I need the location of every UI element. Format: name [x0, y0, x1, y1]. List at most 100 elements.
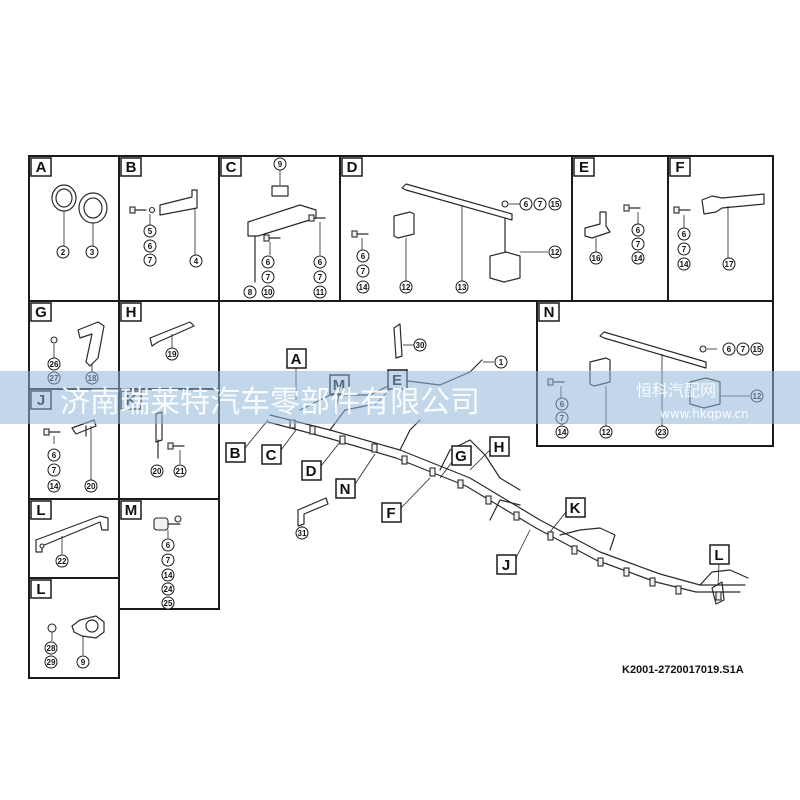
part-number-badge: 7 [161, 553, 175, 567]
panel-e: E 16 6 7 14 [573, 157, 645, 265]
part-number-badge: 25 [161, 596, 175, 610]
part-number-badge: 14 [47, 479, 61, 493]
part-number-badge: 7 [631, 237, 645, 251]
part-number-badge: 31 [295, 526, 309, 540]
svg-text:7: 7 [52, 466, 57, 475]
svg-text:12: 12 [551, 248, 560, 257]
part-number-badge: 6 [356, 249, 370, 263]
svg-text:9: 9 [278, 160, 283, 169]
svg-text:7: 7 [361, 267, 366, 276]
svg-text:30: 30 [416, 341, 425, 350]
svg-text:14: 14 [634, 254, 643, 263]
svg-text:6: 6 [524, 200, 529, 209]
part-number-badge: 6 [313, 255, 327, 269]
svg-text:6: 6 [727, 345, 732, 354]
callout-g: G [455, 448, 467, 465]
svg-text:7: 7 [636, 240, 641, 249]
svg-text:14: 14 [359, 283, 368, 292]
svg-text:14: 14 [680, 260, 689, 269]
svg-text:3: 3 [90, 248, 95, 257]
part-number-badge: 6 [261, 255, 275, 269]
part-number-badge: 10 [261, 285, 275, 299]
part-number-badge: 13 [455, 280, 469, 294]
part-number-badge: 14 [555, 425, 569, 439]
panel-h: H 19 [120, 302, 195, 361]
part-number-badge: 23 [655, 425, 669, 439]
svg-text:6: 6 [636, 226, 641, 235]
svg-text:6: 6 [148, 242, 153, 251]
svg-text:14: 14 [50, 482, 59, 491]
svg-text:7: 7 [148, 256, 153, 265]
watermark-url: www.hkqpw.cn [660, 407, 749, 421]
svg-text:2: 2 [61, 248, 66, 257]
part-number-badge: 5 [143, 224, 157, 238]
part-number-badge: 6 [722, 342, 736, 356]
svg-text:5: 5 [148, 227, 153, 236]
part-number-badge: 30 [413, 338, 427, 352]
part-number-badge: 11 [313, 285, 327, 299]
callout-h: H [494, 439, 505, 456]
svg-text:13: 13 [458, 283, 467, 292]
svg-text:6: 6 [318, 258, 323, 267]
panel-l-lower-label: L [36, 581, 45, 598]
part-number-badge: 9 [76, 655, 90, 669]
part-number-badge: 6 [631, 223, 645, 237]
part-number-badge: 12 [548, 245, 562, 259]
part-number-badge: 7 [143, 253, 157, 267]
callout-b: B [230, 445, 241, 462]
panel-d: D 6 7 15 12 6 7 14 12 13 [341, 157, 562, 294]
svg-text:6: 6 [682, 230, 687, 239]
svg-text:6: 6 [266, 258, 271, 267]
panel-a: A 2 3 [30, 157, 108, 259]
svg-text:22: 22 [58, 557, 67, 566]
part-number-badge: 1 [494, 355, 508, 369]
part-number-badge: 12 [599, 425, 613, 439]
part-number-badge: 12 [399, 280, 413, 294]
part-number-badge: 7 [533, 197, 547, 211]
svg-text:8: 8 [248, 288, 253, 297]
svg-text:9: 9 [81, 658, 86, 667]
svg-text:7: 7 [538, 200, 543, 209]
part-number-badge: 6 [519, 197, 533, 211]
panel-f: F 6 7 14 17 [669, 157, 765, 271]
svg-text:31: 31 [298, 529, 307, 538]
part-number-badge: 2 [56, 245, 70, 259]
part-number-badge: 28 [44, 641, 58, 655]
part-number-badge: 15 [750, 342, 764, 356]
svg-text:24: 24 [164, 585, 173, 594]
svg-text:6: 6 [361, 252, 366, 261]
callout-d: D [306, 463, 317, 480]
svg-text:10: 10 [264, 288, 273, 297]
part-number-badge: 7 [356, 264, 370, 278]
panel-b-label: B [126, 159, 137, 176]
panel-l-upper: L 22 [30, 500, 109, 568]
part-number-badge: 6 [143, 239, 157, 253]
part-number-badge: 8 [243, 285, 257, 299]
svg-text:7: 7 [166, 556, 171, 565]
svg-text:19: 19 [168, 350, 177, 359]
svg-text:1: 1 [499, 358, 504, 367]
panel-m: M 6 7 14 24 25 [120, 500, 182, 610]
svg-text:17: 17 [725, 260, 734, 269]
watermark: 济南瑞莱特汽车零部件有限公司 恒科汽配网 www.hkqpw.cn [0, 371, 800, 424]
panel-b: B 5 6 7 4 [120, 157, 203, 268]
svg-text:20: 20 [87, 482, 96, 491]
part-number-badge: 7 [261, 270, 275, 284]
panel-m-label: M [125, 502, 138, 519]
svg-text:21: 21 [176, 467, 185, 476]
panel-a-label: A [36, 159, 47, 176]
part-number-badge: 6 [677, 227, 691, 241]
callout-c: C [266, 447, 277, 464]
part-number-badge: 19 [165, 347, 179, 361]
part-number-badge: 14 [631, 251, 645, 265]
part-number-badge: 7 [47, 463, 61, 477]
part-number-badge: 22 [55, 554, 69, 568]
drawing-code: K2001-2720017019.S1A [622, 664, 744, 676]
svg-text:25: 25 [164, 599, 173, 608]
part-number-badge: 14 [677, 257, 691, 271]
callout-n: N [340, 481, 351, 498]
panel-c: C 9 6 7 10 8 6 7 11 [220, 157, 327, 299]
part-number-badge: 17 [722, 257, 736, 271]
svg-text:29: 29 [47, 658, 56, 667]
